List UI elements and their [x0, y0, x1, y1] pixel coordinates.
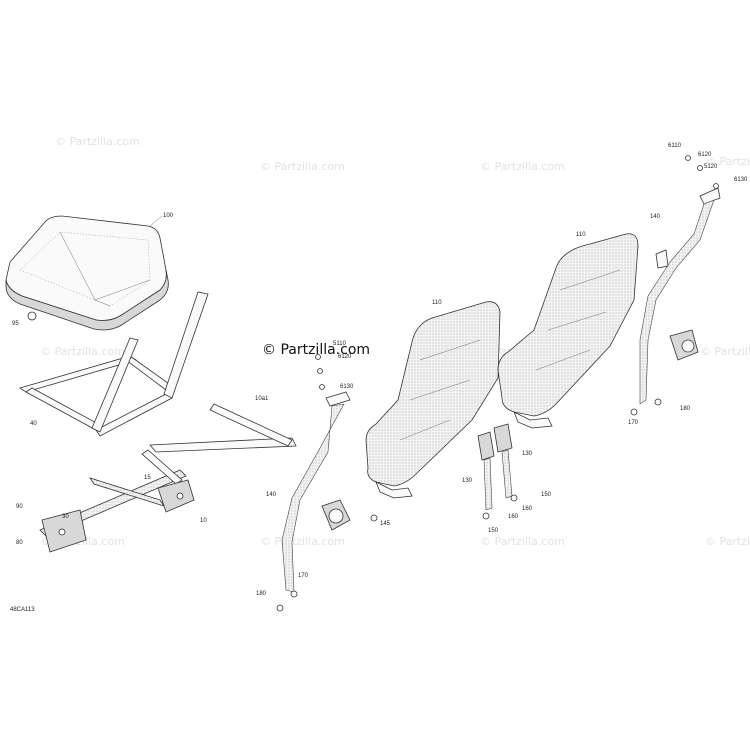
screw-icon: [27, 311, 37, 321]
label-6120: 6120: [338, 354, 352, 360]
watermark-text: © Partzilla.com: [55, 135, 140, 148]
label-100: 100: [163, 213, 174, 219]
label-80: 80: [16, 540, 23, 546]
label-10: 10: [200, 518, 207, 524]
label-160: 160: [508, 514, 519, 520]
label-160: 160: [522, 506, 533, 512]
label-150: 150: [541, 492, 552, 498]
label-10a1: 10a1: [255, 396, 269, 402]
watermark-text: © Partzilla.com: [260, 160, 345, 173]
seat-rails: [39, 403, 297, 553]
watermark-text: © Partzilla.com: [480, 160, 565, 173]
watermark-text: © Partzilla.com: [700, 345, 750, 358]
label-140: 140: [266, 492, 277, 498]
label-170: 170: [628, 420, 639, 426]
label-90: 90: [16, 504, 23, 510]
label-145: 145: [380, 521, 391, 527]
watermark-text: © Partzilla.com: [705, 535, 750, 548]
watermark-text: © Partzilla.com: [40, 345, 125, 358]
buckle-left: [477, 431, 495, 520]
seatbelt-left: [276, 354, 378, 612]
label-6130: 6130: [340, 384, 354, 390]
label-110: 110: [432, 300, 442, 306]
label-150: 150: [488, 528, 499, 534]
label-180: 180: [256, 591, 267, 597]
label-110: 110: [576, 232, 586, 238]
label-130: 130: [522, 451, 533, 457]
seatbelt-right: [630, 155, 721, 416]
label-140: 140: [650, 214, 661, 220]
watermark-text: © Partzilla.com: [480, 535, 565, 548]
label-5120: 5120: [704, 164, 718, 170]
label-40: 40: [30, 421, 37, 427]
seat-back-left: [365, 301, 501, 499]
label-130: 130: [462, 478, 473, 484]
label-15: 15: [144, 475, 151, 481]
watermark-main: © Partzilla.com: [262, 342, 370, 358]
label-95: 95: [12, 321, 19, 327]
diagram-code: 48CA113: [10, 607, 35, 613]
watermark-text: © Partzilla.com: [705, 155, 750, 168]
watermark-text: © Partzilla.com: [260, 535, 345, 548]
label-6120: 6120: [698, 152, 712, 158]
label-6110: 6110: [668, 143, 682, 149]
seat-cushion: [5, 215, 169, 331]
label-180: 180: [680, 406, 691, 412]
label-170: 170: [298, 573, 309, 579]
buckle-right: [493, 423, 518, 502]
seat-back-right: [497, 233, 639, 429]
label-5110: 5110: [333, 341, 347, 347]
label-30: 30: [62, 514, 69, 520]
label-6130: 6130: [734, 177, 748, 183]
seat-frame: [19, 291, 209, 437]
